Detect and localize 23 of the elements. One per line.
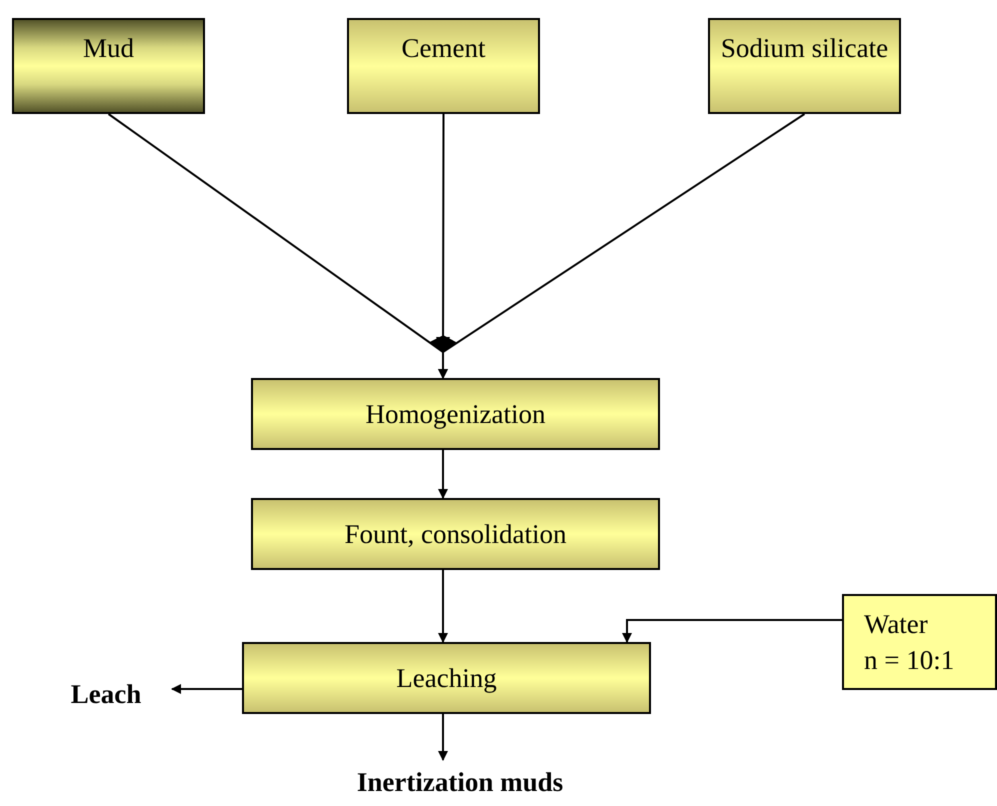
- box-text: n = 10:1: [864, 644, 954, 677]
- process-box: [251, 498, 660, 570]
- box-text: Water: [864, 608, 928, 641]
- process-box: [708, 18, 901, 114]
- box-text: Fount, consolidation: [344, 518, 566, 551]
- input-box: [842, 594, 997, 690]
- output-label: Leach: [40, 672, 172, 716]
- output-label: Inertization muds: [300, 760, 620, 804]
- arrow: [438, 714, 448, 761]
- process-box: [347, 18, 540, 114]
- process-box: [251, 378, 660, 450]
- box-text: Sodium silicate: [720, 32, 888, 65]
- arrow: [438, 113, 806, 378]
- arrow: [171, 684, 242, 694]
- arrow: [622, 619, 842, 643]
- arrow: [438, 570, 448, 643]
- box-text: Leaching: [396, 662, 497, 695]
- process-box: [242, 642, 651, 714]
- box-text: Homogenization: [366, 398, 546, 431]
- process-box: [12, 18, 205, 114]
- arrow: [438, 450, 448, 499]
- box-text: Cement: [402, 32, 486, 65]
- box-text: Mud: [82, 32, 134, 65]
